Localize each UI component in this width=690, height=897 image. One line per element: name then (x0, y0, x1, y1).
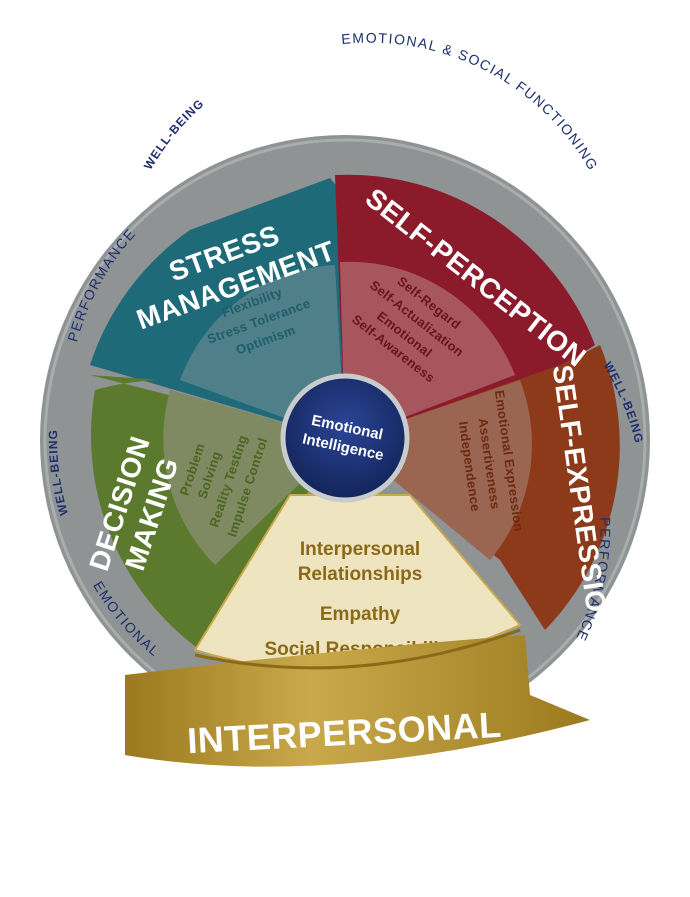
interpersonal-sub-3: Empathy (320, 604, 401, 625)
interpersonal-sub-2: Relationships (298, 564, 423, 585)
interpersonal-band (125, 635, 590, 767)
interpersonal-sub-1: Interpersonal (300, 539, 420, 560)
ring-label-well-being-top: WELL-BEING (141, 96, 207, 172)
center-circle (280, 373, 410, 503)
